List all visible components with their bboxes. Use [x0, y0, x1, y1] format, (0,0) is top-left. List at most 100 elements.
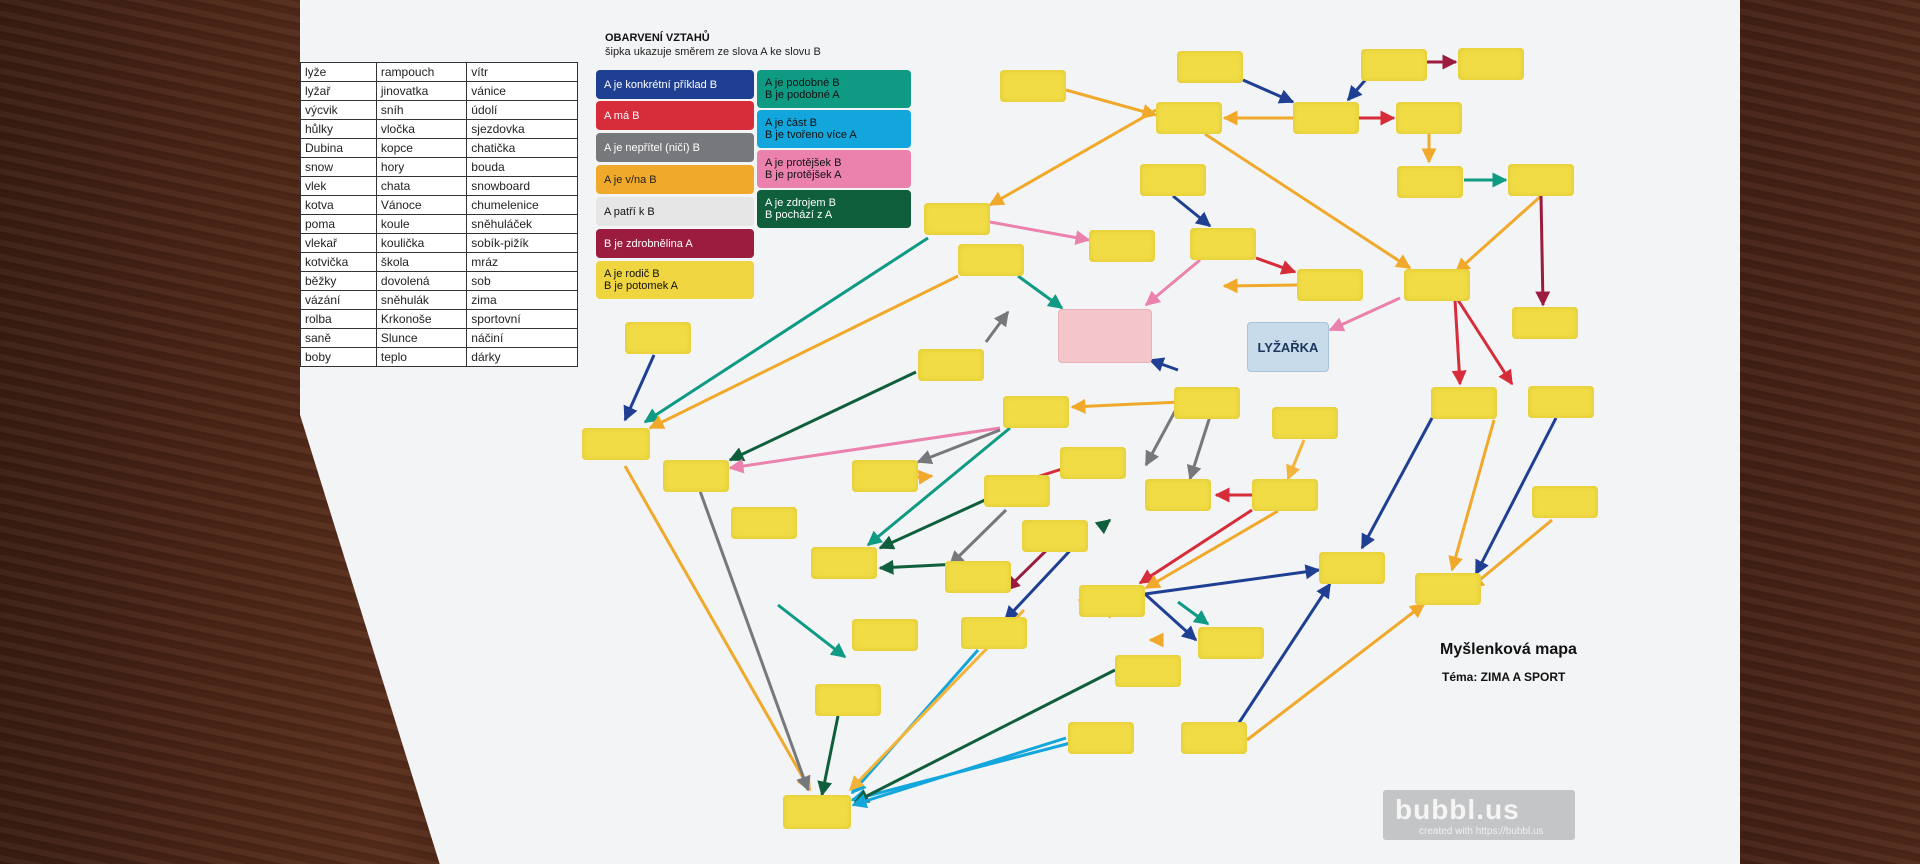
arrow-counterpart	[989, 220, 1091, 245]
word-cell: hory	[375, 157, 468, 177]
word-cell: hůlky	[300, 119, 377, 139]
concept-node	[1140, 164, 1206, 196]
legend-item-label: A má B	[604, 109, 640, 122]
word-cell: sob	[466, 271, 578, 291]
arrow-similar	[1177, 600, 1210, 626]
word-cell: kotvička	[300, 252, 377, 272]
concept-node	[1297, 269, 1363, 301]
arrow-on	[623, 465, 812, 792]
arrow-on	[988, 108, 1157, 207]
arrow-has	[1138, 508, 1253, 585]
arrow-example	[1172, 194, 1212, 228]
word-cell: bouda	[466, 157, 578, 177]
brand-name: bubbl.us	[1395, 794, 1520, 825]
word-cell: saně	[300, 328, 377, 348]
word-cell: koule	[375, 214, 468, 234]
arrow-on	[648, 274, 959, 430]
arrow-enemy	[916, 428, 1001, 465]
legend-subtitle: šipka ukazuje směrem ze slova A ke slovu…	[605, 46, 821, 58]
word-cell: Krkonoše	[375, 309, 468, 329]
concept-node	[1458, 48, 1524, 80]
word-cell: lyže	[300, 62, 377, 82]
concept-node	[958, 244, 1024, 276]
concept-node-lyzarka: LYŽAŘKA	[1247, 322, 1329, 372]
concept-node	[1000, 70, 1066, 102]
concept-node	[731, 507, 797, 539]
legend-item-label: A je konkrétní příklad B	[604, 78, 718, 91]
legend-item-on: A je v/na B	[596, 165, 754, 194]
concept-node	[1181, 722, 1247, 754]
arrow-counterpart	[1328, 296, 1401, 332]
word-cell: výcvik	[300, 100, 377, 120]
arrow-parent	[1286, 439, 1306, 481]
legend-item-diminutive: B je zdrobnělina A	[596, 229, 754, 258]
concept-node	[1252, 479, 1318, 511]
concept-node	[1272, 407, 1338, 439]
arrow-on	[1246, 602, 1426, 742]
arrow-enemy	[948, 508, 1008, 567]
word-cell: snowboard	[466, 176, 578, 196]
word-cell: vázání	[300, 290, 377, 310]
word-cell: poma	[300, 214, 377, 234]
concept-node	[1022, 520, 1088, 552]
concept-node	[918, 349, 984, 381]
word-cell: kotva	[300, 195, 377, 215]
arrow-example	[1360, 417, 1434, 550]
arrow-similar	[1017, 274, 1064, 310]
concept-node	[1397, 166, 1463, 198]
concept-node	[1068, 722, 1134, 754]
word-cell: snow	[300, 157, 377, 177]
word-cell: kopce	[375, 138, 468, 158]
concept-node	[1089, 230, 1155, 262]
arrow-enemy	[984, 310, 1010, 343]
word-cell: jinovatka	[375, 81, 468, 101]
arrow-has	[1451, 299, 1467, 386]
word-cell: údolí	[466, 100, 578, 120]
legend-item-part: A je část B B je tvořeno více A	[757, 110, 911, 148]
concept-node	[811, 547, 877, 579]
word-cell: chata	[375, 176, 468, 196]
word-cell: vlek	[300, 176, 377, 196]
concept-node	[1508, 164, 1574, 196]
map-title: Myšlenková mapa	[1440, 641, 1577, 658]
concept-node	[1431, 387, 1497, 419]
brand-credit: created with https://bubbl.us	[1419, 826, 1544, 837]
arrow-on	[1144, 509, 1279, 590]
word-cell: sníh	[375, 100, 468, 120]
word-cell: chatička	[466, 138, 578, 158]
arrow-example	[1227, 582, 1332, 739]
concept-node	[1145, 479, 1211, 511]
arrow-example	[1003, 538, 1082, 622]
bubbl-us-logo: bubbl.us created with https://bubbl.us	[1383, 790, 1575, 840]
legend-item-belongs: A patří k B	[596, 197, 754, 226]
word-cell: Dubina	[300, 138, 377, 158]
word-cell: vlekař	[300, 233, 377, 253]
concept-node	[1396, 102, 1462, 134]
word-cell: boby	[300, 347, 377, 367]
concept-node	[1404, 269, 1470, 301]
legend-item-source: A je zdrojem B B pochází z A	[757, 190, 911, 228]
concept-node	[625, 322, 691, 354]
concept-node	[945, 561, 1011, 593]
arrow-on	[1468, 518, 1553, 590]
word-cell: Slunce	[375, 328, 468, 348]
concept-node	[1174, 387, 1240, 419]
word-cell: sportovní	[466, 309, 578, 329]
word-cell: vánice	[466, 81, 578, 101]
arrow-enemy	[698, 490, 811, 792]
arrow-example	[1474, 417, 1558, 576]
legend-item-example: A je konkrétní příklad B	[596, 70, 754, 99]
arrow-on	[1070, 398, 1181, 414]
concept-node	[783, 795, 851, 829]
concept-node	[815, 684, 881, 716]
legend-item-has: A má B	[596, 101, 754, 130]
